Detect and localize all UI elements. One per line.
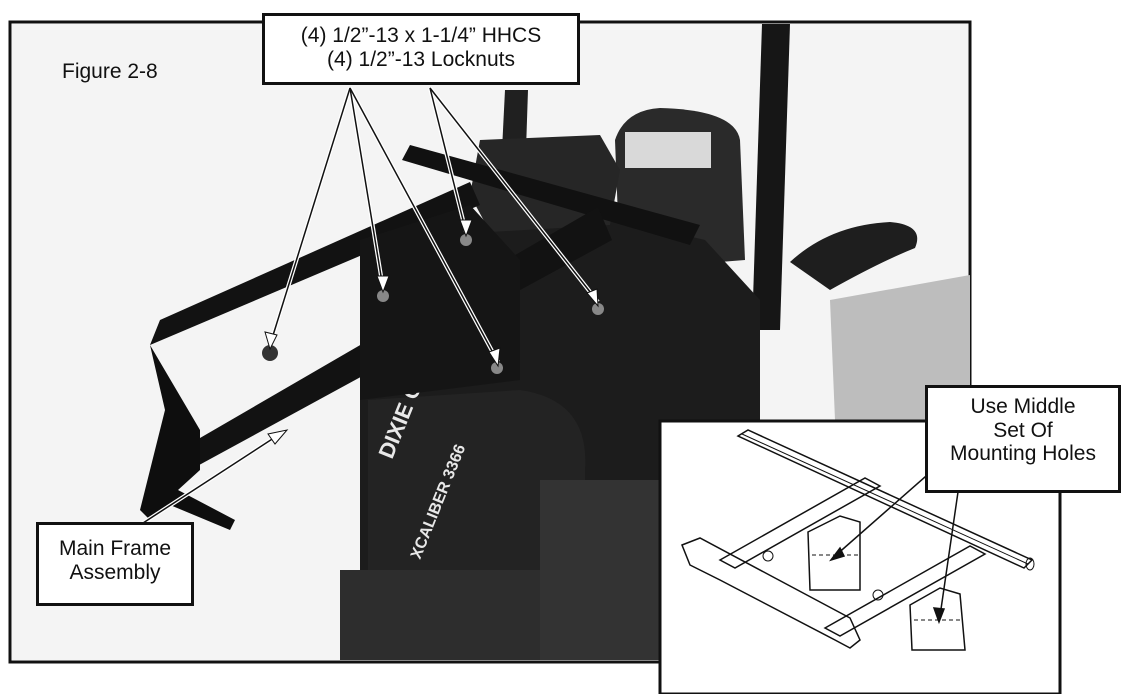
hardware-callout-line2: (4) 1/2”-13 Locknuts bbox=[327, 47, 515, 71]
hardware-arrowheads bbox=[264, 219, 599, 368]
mounting-holes-callout-line3: Mounting Holes bbox=[950, 442, 1096, 466]
mounting-holes-callout-line1: Use Middle bbox=[970, 395, 1076, 418]
main-frame-callout-line1: Main Frame bbox=[58, 537, 172, 560]
main-frame-callout-line2: Assembly bbox=[69, 560, 161, 584]
mounting-holes-callout: Use Middle Set Of Mounting Holes bbox=[925, 385, 1121, 493]
figure-number: Figure 2-8 bbox=[62, 60, 158, 83]
main-frame-callout: Main Frame Assembly bbox=[36, 522, 194, 606]
holes-leaders bbox=[829, 454, 959, 625]
frame-leader bbox=[138, 429, 289, 527]
mounting-holes-callout-line2: Set Of bbox=[993, 418, 1053, 442]
hardware-callout: (4) 1/2”-13 x 1-1/4” HHCS (4) 1/2”-13 Lo… bbox=[262, 13, 580, 85]
hardware-callout-line1: (4) 1/2”-13 x 1-1/4” HHCS bbox=[300, 24, 542, 47]
